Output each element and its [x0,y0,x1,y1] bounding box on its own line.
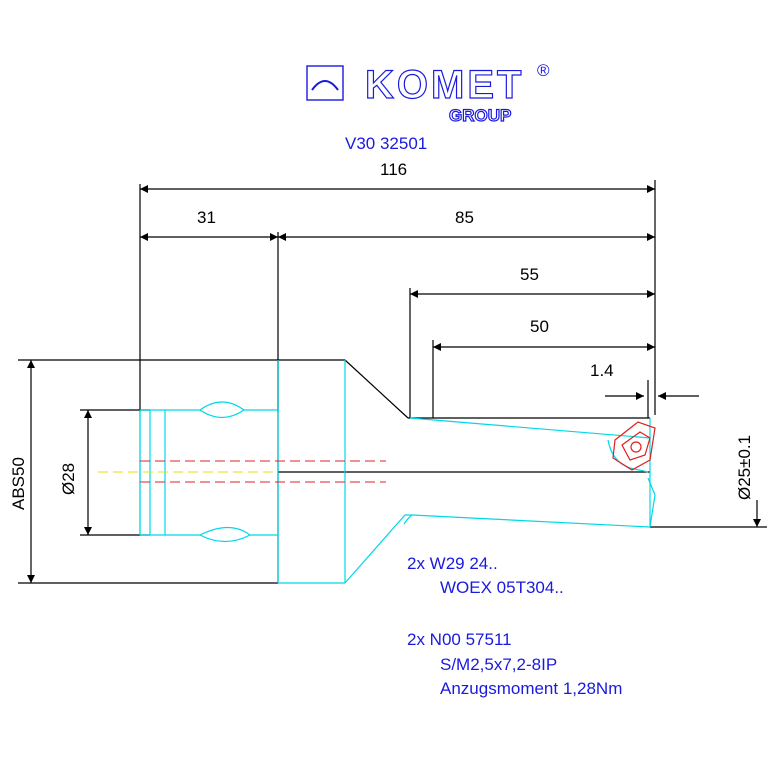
dim-abs50: ABS50 [9,457,28,510]
center-lines [98,460,386,483]
note-insert-line1: 2x W29 24.. [407,554,498,573]
logo-registered-mark: ® [537,61,550,80]
logo-brand-text: KOMET [365,63,524,107]
dim-overall-length: 116 [380,160,407,179]
dim-shank-diameter: Ø28 [59,463,78,495]
dim-tip-offset: 1.4 [590,361,614,380]
note-screw-line1: 2x N00 57511 [407,630,512,649]
dimension-lines [18,180,767,584]
note-screw-line2: S/M2,5x7,2-8IP [440,655,557,674]
dim-length-55: 55 [520,265,539,284]
logo-group-text: GROUP [449,106,511,125]
cutting-insert [612,421,656,471]
dim-cut-diameter: Ø25±0.1 [735,435,754,500]
tool-body-outline [277,359,650,583]
dim-body-length: 85 [455,208,474,227]
note-screw-line3: Anzugsmoment 1,28Nm [440,679,622,698]
dim-shank-length: 31 [197,208,216,227]
part-number: V30 32501 [345,134,427,153]
komet-logo: KOMET ® GROUP [306,61,550,126]
tool-cyan-outline [139,360,656,584]
note-insert-line2: WOEX 05T304.. [440,578,564,597]
dim-length-50: 50 [530,317,549,336]
logo-emblem-icon [306,65,344,101]
notes-block: 2x W29 24.. WOEX 05T304.. 2x N00 57511 S… [407,554,622,698]
